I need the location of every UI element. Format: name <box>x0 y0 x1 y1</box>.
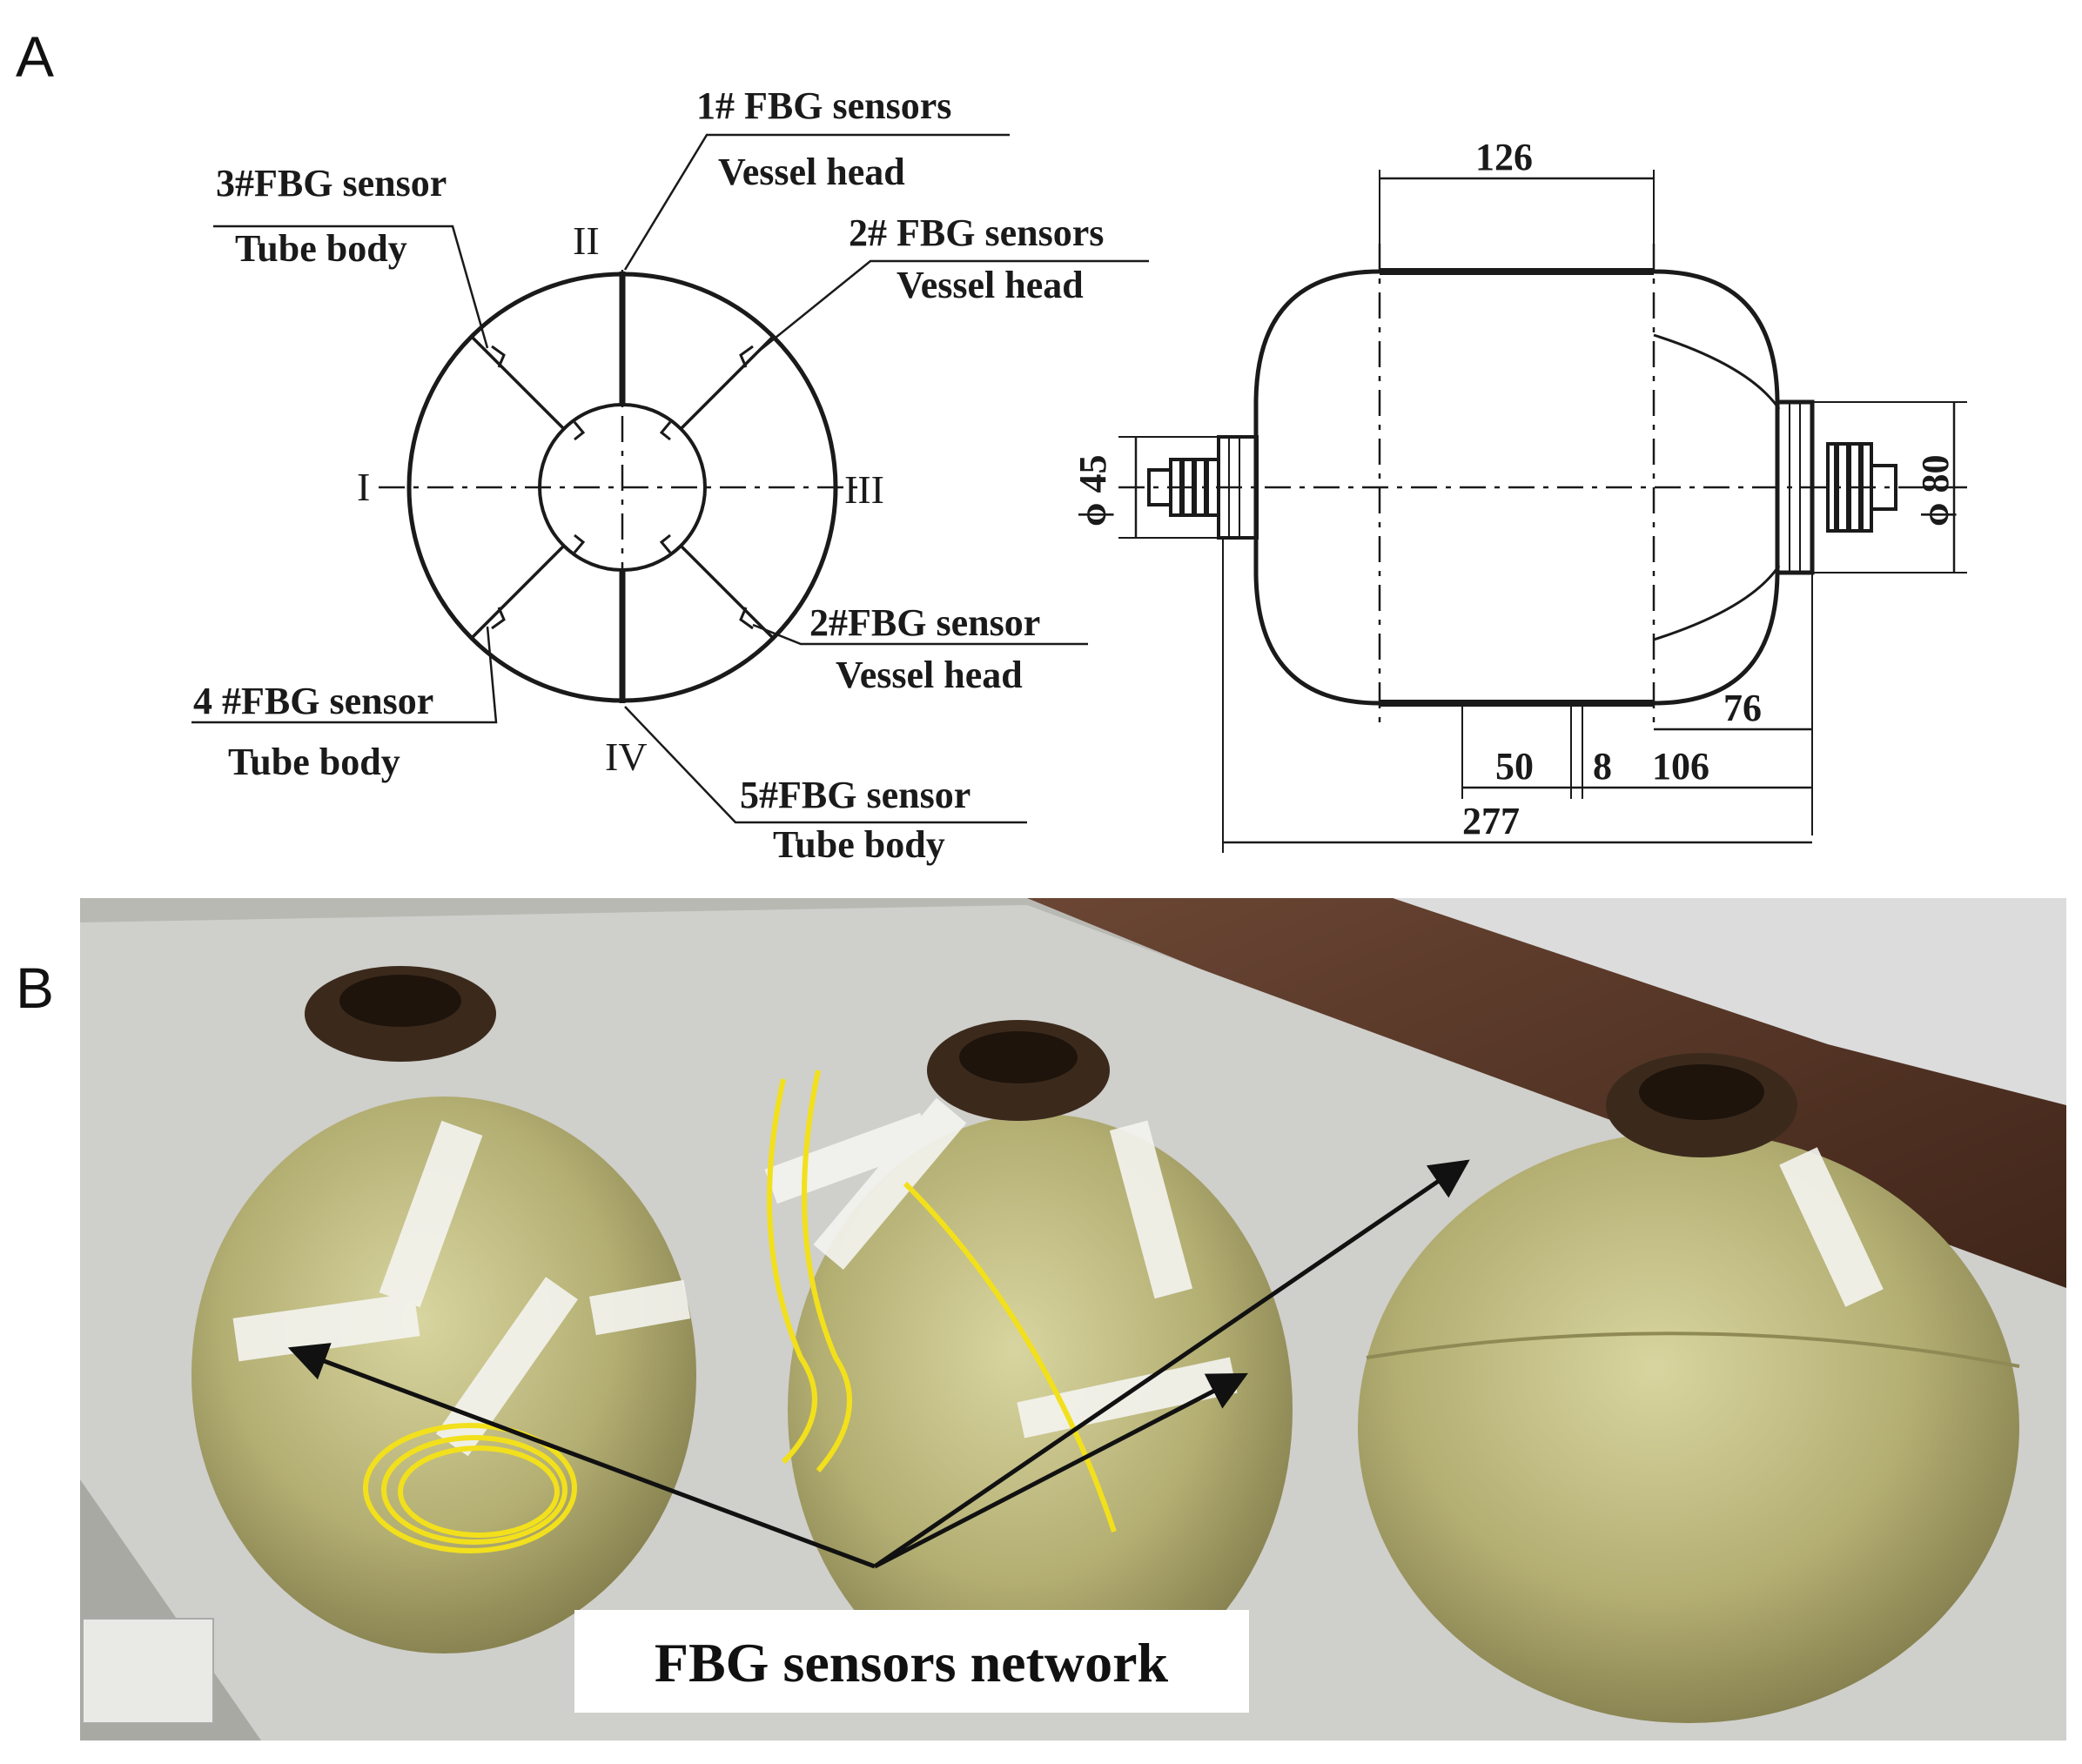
s1-sensor-label: 1# FBG sensors <box>696 84 951 127</box>
leader-5 <box>624 706 1027 824</box>
dim-277-label: 277 <box>1462 800 1520 842</box>
hook-mark <box>491 607 506 630</box>
callout-box <box>574 1610 1249 1713</box>
inner-dome-top <box>1653 333 1781 410</box>
roman-ii: II <box>573 218 600 263</box>
dim-126-label: 126 <box>1475 136 1533 178</box>
right-port-flange <box>1775 399 1815 575</box>
tape-strips <box>232 1097 1884 1457</box>
roman-i: I <box>357 465 370 509</box>
dim-76-label: 76 <box>1723 687 1762 729</box>
s5-location-label: Tube body <box>773 823 945 866</box>
s2b-location-label: Vessel head <box>836 654 1023 696</box>
roman-iii: III <box>844 467 884 512</box>
hook-mark <box>739 607 754 630</box>
leader-4 <box>191 626 498 724</box>
s3-sensor-label: 3#FBG sensor <box>216 162 447 205</box>
panel-a-letter: A <box>16 24 54 89</box>
left-port-tip <box>1147 468 1172 506</box>
vessel-middle-opening <box>959 1031 1078 1083</box>
s4-location-label: Tube body <box>228 741 400 783</box>
diag-lower-left <box>470 544 566 640</box>
fiber-cables <box>363 1070 1117 1553</box>
hook-mark <box>659 533 672 553</box>
s2b-sensor-label: 2#FBG sensor <box>809 601 1040 644</box>
vessel-right <box>1358 1131 2019 1723</box>
dim-80-label: ϕ 80 <box>1914 455 1957 527</box>
dim-106-label: 106 <box>1652 745 1709 788</box>
hook-mark <box>573 421 586 441</box>
leader-2a <box>756 259 1149 353</box>
side-view: 126 ϕ 45 ϕ 80 76 50 8 106 277 <box>1071 136 1967 853</box>
diag-lower-right <box>679 544 775 640</box>
dim-8-label: 8 <box>1593 745 1612 788</box>
roman-iv: IV <box>605 734 648 779</box>
leader-3 <box>213 225 489 349</box>
vessel-left-opening <box>339 975 461 1027</box>
hook-mark <box>739 345 754 368</box>
hook-mark <box>659 421 672 441</box>
callout-label: FBG sensors network <box>655 1632 1169 1694</box>
s3-location-label: Tube body <box>235 227 407 270</box>
photo: FBG sensors network <box>80 898 2066 1741</box>
leader-2b <box>752 623 1088 646</box>
s2a-sensor-label: 2# FBG sensors <box>849 211 1104 254</box>
leader-1 <box>623 133 1010 271</box>
right-port-tip <box>1870 464 1897 511</box>
hook-mark <box>573 533 586 553</box>
s5-sensor-label: 5#FBG sensor <box>740 774 970 816</box>
panel-b-letter: B <box>16 956 54 1020</box>
s1-location-label: Vessel head <box>718 151 905 193</box>
vessel-right-opening <box>1639 1064 1764 1120</box>
dim-50-label: 50 <box>1495 745 1534 788</box>
vessel-right-seam <box>1366 1331 2020 1368</box>
vessel-left <box>191 1097 696 1653</box>
inner-dome-bottom <box>1653 565 1781 641</box>
paper-sheet <box>82 1618 214 1724</box>
s2a-location-label: Vessel head <box>897 264 1084 306</box>
hook-mark <box>491 345 506 368</box>
diag-upper-left <box>470 335 566 431</box>
wall-panel <box>1393 898 2066 1105</box>
s4-sensor-label: 4 #FBG sensor <box>193 680 433 722</box>
dim-45-label: ϕ 45 <box>1071 455 1114 527</box>
section-view: I II III IV 1# FBG sensors Vessel head 3… <box>191 84 1149 866</box>
callout-arrows <box>287 1159 1470 1569</box>
